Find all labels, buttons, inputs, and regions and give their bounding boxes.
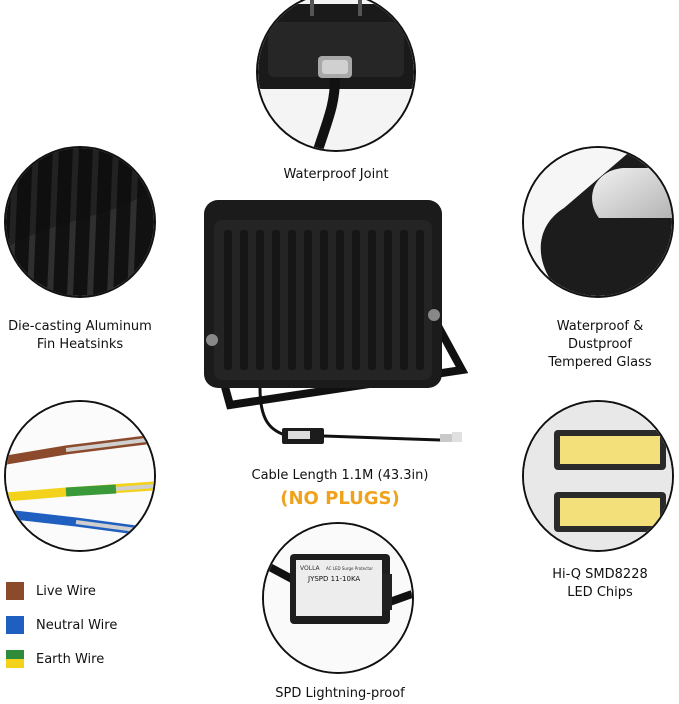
- cable-length-label: Cable Length 1.1M (43.3in): [251, 468, 429, 483]
- neutral-wire-label: Neutral Wire: [36, 617, 118, 633]
- heatsink-fins-image: [6, 148, 154, 296]
- led-chips-closeup: [522, 400, 674, 552]
- waterproof-joint-label: Waterproof Joint: [283, 167, 389, 182]
- heatsink-label-line2: Fin Heatsinks: [36, 337, 124, 352]
- led-chips-label-line2: LED Chips: [567, 585, 633, 600]
- waterproof-joint-closeup: [256, 0, 416, 152]
- heatsink-label-line1: Die-casting Aluminum: [8, 319, 152, 334]
- live-wire-swatch: [6, 582, 24, 600]
- spd-model-text: JYSPD 11-10KA: [307, 575, 360, 583]
- led-chips-label-line1: Hi-Q SMD8228: [552, 567, 648, 582]
- earth-wire-swatch: [6, 650, 24, 668]
- glass-label-line3: Tempered Glass: [548, 355, 652, 370]
- spd-label: SPD Lightning-proof: [275, 686, 405, 701]
- cable-gland-image: [258, 0, 414, 150]
- legend-live: Live Wire: [6, 582, 96, 600]
- wires-image: [6, 402, 154, 550]
- glass-corner-image: [524, 148, 672, 296]
- neutral-wire-swatch: [6, 616, 24, 634]
- led-chips-label: Hi-Q SMD8228 LED Chips: [520, 566, 679, 602]
- wires-closeup: [4, 400, 156, 552]
- spd-subtitle-text: AC LED Surge Protector: [326, 566, 373, 571]
- heatsink-label: Die-casting Aluminum Fin Heatsinks: [0, 318, 160, 354]
- led-chips-image: [524, 402, 672, 550]
- earth-wire-label: Earth Wire: [36, 651, 105, 667]
- glass-label-line1: Waterproof &: [556, 319, 644, 334]
- spd-brand-text: VOLLA: [300, 565, 321, 572]
- tempered-glass-closeup: [522, 146, 674, 298]
- glass-label: Waterproof & Dustproof Tempered Glass: [520, 318, 679, 372]
- heatsink-closeup: [4, 146, 156, 298]
- glass-label-line2: Dustproof: [568, 337, 632, 352]
- live-wire-label: Live Wire: [36, 583, 96, 599]
- floodlight-product-image: [204, 200, 469, 444]
- legend-neutral: Neutral Wire: [6, 616, 117, 634]
- spd-closeup: VOLLA AC LED Surge Protector JYSPD 11-10…: [262, 522, 414, 674]
- spd-module-image: VOLLA AC LED Surge Protector JYSPD 11-10…: [264, 524, 412, 672]
- legend-earth: Earth Wire: [6, 650, 104, 668]
- no-plugs-label: (NO PLUGS): [280, 488, 400, 509]
